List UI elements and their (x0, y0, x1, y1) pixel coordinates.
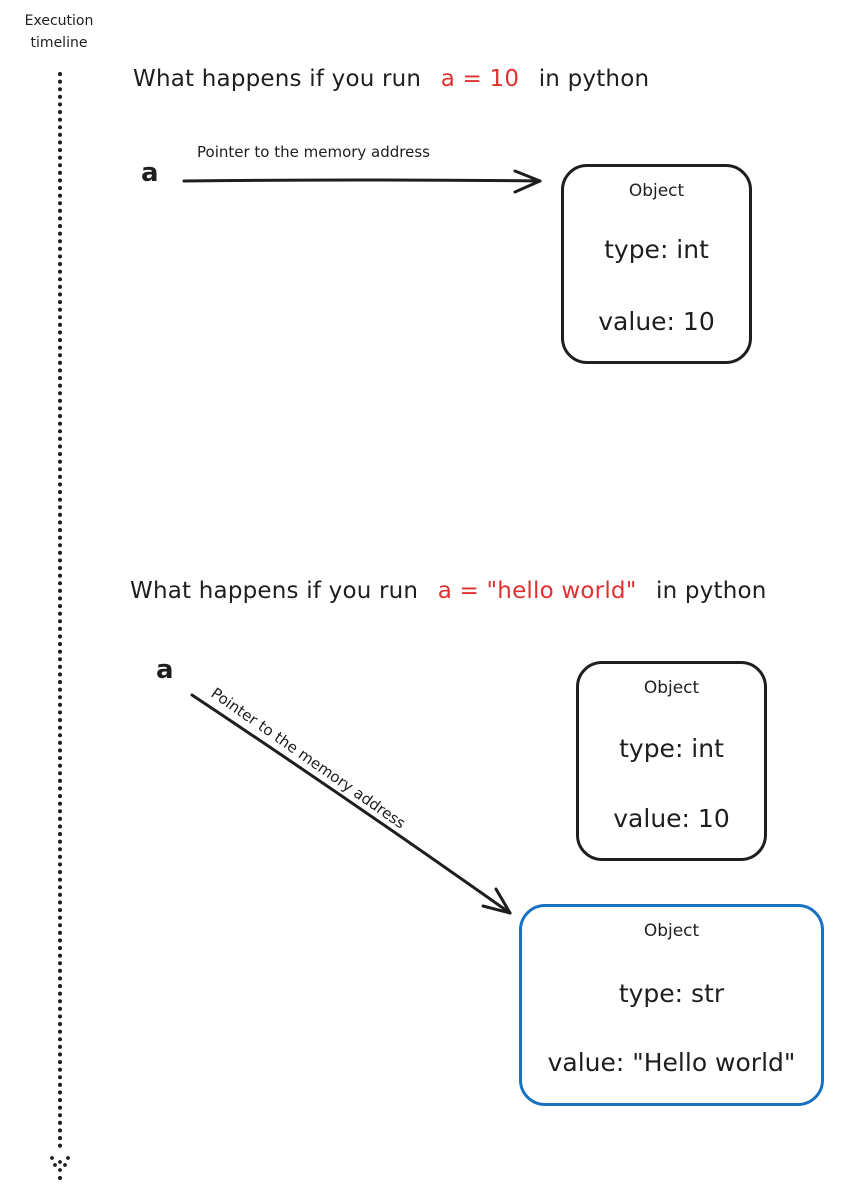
section1-heading-prefix: What happens if you run (133, 66, 422, 92)
section1-pointer-label: Pointer to the memory address (197, 143, 430, 161)
section1-heading-code: a = 10 (440, 66, 520, 92)
section1-heading-suffix: in python (538, 66, 650, 92)
section1-heading: What happens if you run a = 10 in python (133, 66, 649, 92)
section2-heading-suffix: in python (656, 578, 767, 604)
timeline-label: Execution timeline (0, 10, 118, 54)
section2-heading: What happens if you run a = "hello world… (130, 578, 767, 604)
section1-variable-a: a (141, 158, 159, 188)
section2-heading-prefix: What happens if you run (130, 578, 419, 604)
pointer-arrow-2 (190, 693, 512, 915)
timeline-label-line1: Execution (24, 13, 94, 29)
section1-object-box: Object type: int value: 10 (561, 164, 752, 364)
section2-old-object-title: Object (643, 678, 700, 698)
section2-new-object-title: Object (643, 921, 700, 941)
section2-new-object-box: Object type: str value: "Hello world" (519, 904, 824, 1106)
section2-old-object-box: Object type: int value: 10 (576, 661, 767, 861)
section2-heading-code: a = "hello world" (437, 578, 637, 604)
section2-new-object-value: value: "Hello world" (547, 1048, 796, 1077)
timeline-arrowhead (50, 1156, 70, 1181)
section2-new-object-type: type: str (618, 979, 725, 1008)
pointer-arrow-1 (182, 169, 542, 194)
section2-variable-a: a (156, 655, 174, 685)
timeline-label-line2: timeline (30, 35, 88, 51)
section1-object-type: type: int (604, 235, 709, 264)
section1-object-title: Object (628, 181, 685, 201)
section2-old-object-value: value: 10 (613, 804, 730, 833)
section2-old-object-type: type: int (619, 734, 724, 763)
section1-object-value: value: 10 (598, 307, 715, 336)
